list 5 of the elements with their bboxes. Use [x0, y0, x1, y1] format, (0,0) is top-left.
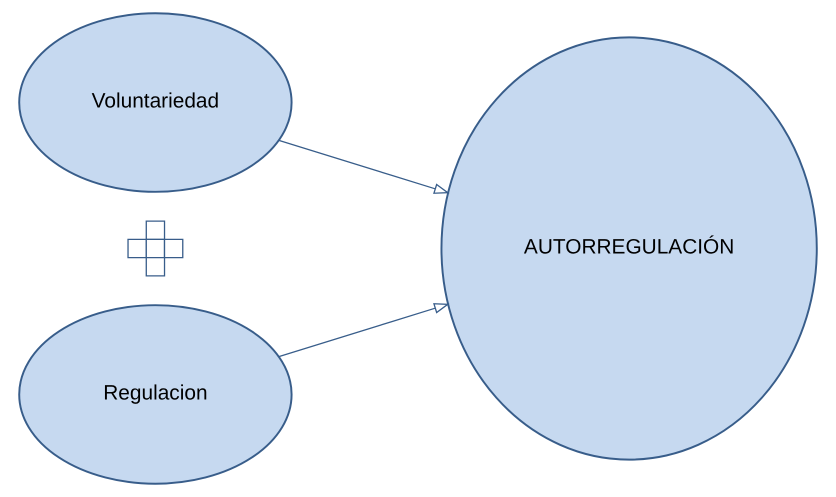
node-ellipse: AUTORREGULACIÓN: [440, 36, 818, 461]
arrow: [279, 303, 450, 358]
arrow: [279, 140, 450, 194]
node-ellipse: Voluntariedad: [18, 12, 293, 193]
node-ellipse: Regulacion: [18, 304, 293, 485]
